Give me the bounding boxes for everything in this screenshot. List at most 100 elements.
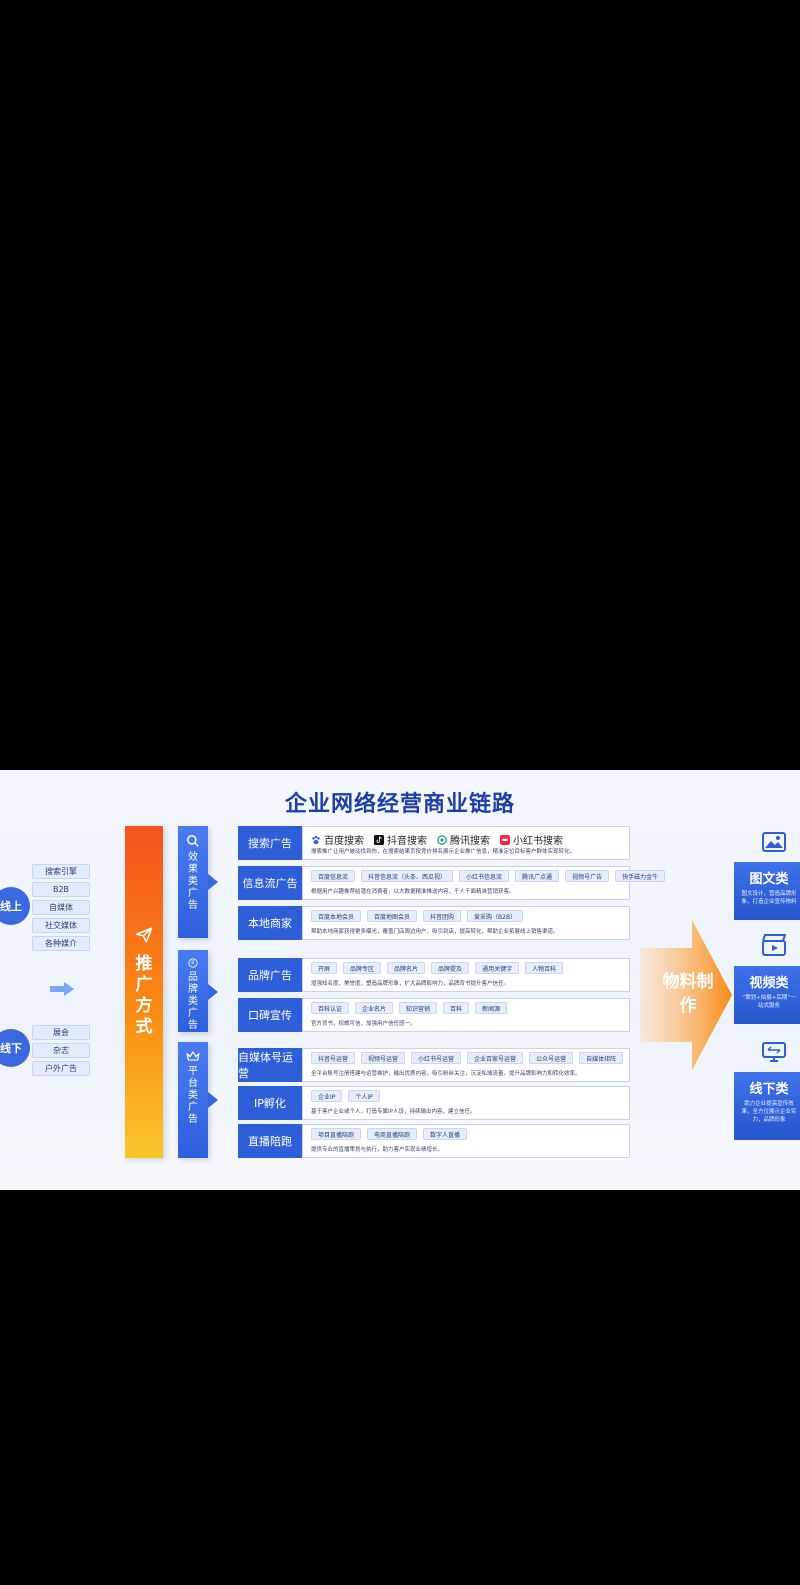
right-card-video: 视频类 “策划+拍摄+后期”一站式服务 [734,966,800,1024]
category-platform-label: 平台类广告 [188,1066,198,1125]
offline-item: 展会 [32,1025,90,1040]
online-item: 各种媒介 [32,936,90,951]
category-effect-label: 效果类广告 [188,852,198,911]
pill: 百度本地会员 [311,910,362,922]
category-brand-label: 品牌类广告 [188,972,198,1031]
clapperboard-icon [762,934,786,956]
online-label: 线上 [0,900,22,913]
row-local-body: 百度本地会员 百度地图会员 抖音团购 爱采购（B2B） 帮助本地商家获得更多曝光… [302,906,630,940]
material-arrow-icon [640,920,732,1070]
pill: 品牌名片 [387,962,426,974]
paw-icon [312,835,320,844]
promotion-methods-bar: 推广方式 [125,826,163,1158]
right-card-title: 线下类 [749,1082,789,1097]
category-brand-arrow-icon [208,984,218,1000]
offline-circle: 线下 [0,1029,30,1067]
online-circle: 线上 [0,887,30,925]
right-card-title: 视频类 [749,976,789,991]
pill: 项目直播陪跑 [311,1128,362,1140]
material-label: 物料制作 [662,972,714,1016]
row-feed-label: 信息流广告 [238,866,302,900]
tencent-logo-text: 腾讯搜索 [450,836,490,847]
right-card-title: 图文类 [749,872,789,887]
pill: 开屏 [311,962,338,974]
pill: 企业百家号运营 [467,1052,524,1064]
registered-mark-icon: R [188,958,198,968]
online-item: 自媒体 [32,900,90,915]
pill: 知识营销 [399,1002,438,1014]
xiaohongshu-icon [500,834,510,845]
pill: 通用关键字 [475,962,520,974]
row-local-label: 本地商家 [238,906,302,940]
pill: 抖音号运营 [311,1052,356,1064]
xiaohongshu-logo: 小红书搜索 [500,832,563,847]
offline-item: 户外广告 [32,1061,90,1076]
business-chain-diagram: 企业网络经营商业链路 线上 搜索引擎 B2B 自媒体 社交媒体 各种媒介 线下 … [0,770,800,1190]
online-item: 搜索引擎 [32,864,90,879]
category-platform-arrow-icon [208,1092,218,1108]
row-feed-body: 百度信息流 抖音信息流（头条、西瓜视） 小红书信息流 腾讯广点通 视频号广告 快… [302,866,666,900]
offline-label: 线下 [0,1042,22,1055]
online-item: B2B [32,882,90,897]
douyin-logo-text: 抖音搜索 [387,836,427,847]
tencent-circle-icon [437,834,447,845]
pill: 快手磁力金牛 [615,870,666,882]
xiaohongshu-logo-text: 小红书搜索 [513,836,563,847]
pill: 人物百科 [525,962,564,974]
pill: 公众号运营 [529,1052,574,1064]
pill: 自媒体矩阵 [579,1052,624,1064]
category-effect: 效果类广告 [178,826,208,938]
baidu-logo-text: 百度搜索 [324,836,364,847]
pill: 视频号广告 [565,870,610,882]
image-icon [762,832,786,852]
right-card-offline: 线下类 助力企业提高宣传效果，全方位展示企业实力，品牌形象 [734,1072,800,1140]
row-brand-body: 开屏 品牌专区 品牌名片 品牌提及 通用关键字 人物百科 增强知名度、美誉度，塑… [302,958,630,992]
row-wom-body: 百科认证 企业名片 知识营销 百科 新闻源 官方背书，权威可信，加强用户信任感一… [302,998,630,1032]
pill: 抖音团购 [423,910,462,922]
row-live-desc: 提供专业的直播策划与执行，助力客户实现业绩增长。 [311,1147,444,1153]
pill: 品牌提及 [431,962,470,974]
row-brand-desc: 增强知名度、美誉度，塑造品牌形象，扩大品牌影响力，品牌背书提升客户信任。 [311,981,510,987]
pill: 百度信息流 [311,870,356,882]
baidu-logo: 百度搜索 [311,832,364,847]
row-feed-pills: 百度信息流 抖音信息流（头条、西瓜视） 小红书信息流 腾讯广点通 视频号广告 快… [311,870,666,882]
row-wom-desc: 官方背书，权威可信，加强用户信任感一。 [311,1021,416,1027]
paper-plane-icon [135,927,153,943]
pill: 百科 [443,1002,470,1014]
pill: 小红书号运营 [411,1052,462,1064]
pill: 腾讯广点通 [515,870,560,882]
pill: 百度地图会员 [367,910,418,922]
pill: 数字人直播 [423,1128,468,1140]
pill: 电商直播陪跑 [367,1128,418,1140]
row-live-body: 项目直播陪跑 电商直播陪跑 数字人直播 提供专业的直播策划与执行，助力客户实现业… [302,1124,630,1158]
tencent-logo: 腾讯搜索 [437,832,490,847]
svg-text:R: R [191,961,195,967]
row-local-pills: 百度本地会员 百度地图会员 抖音团购 爱采购（B2B） [311,910,524,922]
diagram-title: 企业网络经营商业链路 [284,792,515,817]
row-search-body: 百度搜索 抖音搜索 腾讯搜索 [302,826,630,860]
search-icon [187,835,199,847]
row-ip-desc: 基于客户企业或个人，打造专属IP人设，持续输出内容，建立信任。 [311,1109,476,1115]
pill: 新闻源 [475,1002,508,1014]
douyin-logo: 抖音搜索 [374,832,427,847]
row-media-label: 自媒体号运营 [238,1048,302,1082]
online-item: 社交媒体 [32,918,90,933]
row-media-pills: 抖音号运营 视频号运营 小红书号运营 企业百家号运营 公众号运营 自媒体矩阵 [311,1052,624,1064]
right-card-desc: 助力企业提高宣传效果，全方位展示企业实力，品牌形象 [741,1101,797,1123]
pill: 抖音信息流（头条、西瓜视） [361,870,454,882]
row-wom-pills: 百科认证 企业名片 知识营销 百科 新闻源 [311,1002,508,1014]
pill: 企业IP [311,1090,343,1102]
right-card-desc: 图文设计，营造品牌形象，打造企业宣传物料 [741,891,797,905]
row-brand-label: 品牌广告 [238,958,302,992]
row-ip-body: 企业IP 个人IP 基于客户企业或个人，打造专属IP人设，持续输出内容，建立信任… [302,1086,630,1120]
row-media-desc: 全平台账号注册搭建与运营维护，输出优质内容，吸引粉丝关注，沉淀私域流量，提升品牌… [311,1071,581,1077]
music-note-icon [374,834,384,845]
row-ip-label: IP孵化 [238,1086,302,1120]
row-local-desc: 帮助本地商家获得更多曝光，覆盖门店周边用户，吸引到店，提高转化，帮助企业拓展线上… [311,929,559,935]
right-card-graphic: 图文类 图文设计，营造品牌形象，打造企业宣传物料 [734,862,800,920]
row-wom-label: 口碑宣传 [238,998,302,1032]
row-live-label: 直播陪跑 [238,1124,302,1158]
row-live-pills: 项目直播陪跑 电商直播陪跑 数字人直播 [311,1128,468,1140]
row-ip-pills: 企业IP 个人IP [311,1090,380,1102]
row-feed-desc: 根据用户兴趣推荐给潜在消费者，以大数据精准推送内容，千人千面精准营销获客。 [311,889,515,895]
